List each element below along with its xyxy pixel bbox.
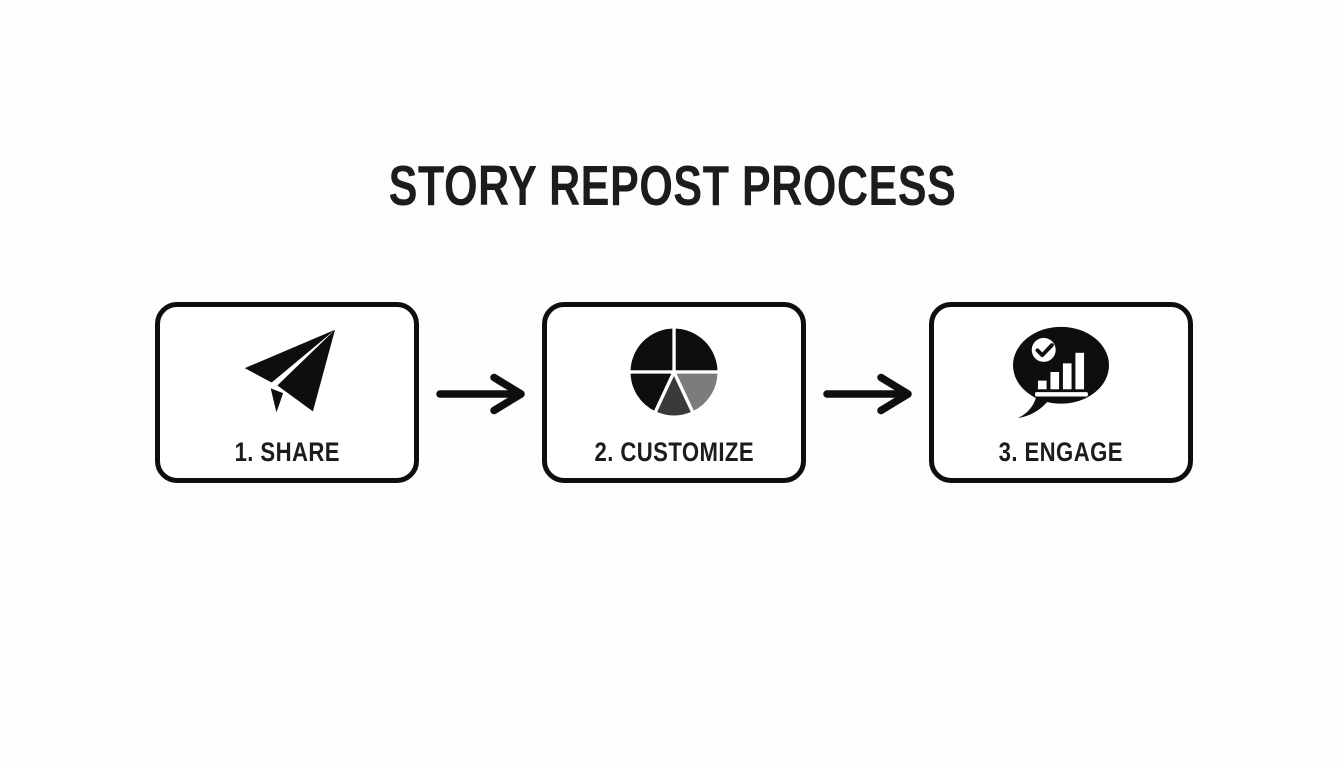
step-label-customize: 2. CUSTOMIZE — [594, 437, 754, 467]
speech-bubble-analytics-icon — [934, 307, 1188, 437]
chart-baseline — [1035, 392, 1088, 397]
page-title: STORY REPOST PROCESS — [388, 154, 956, 218]
step-card-share: 1. SHARE — [155, 302, 419, 483]
pie-chart-icon — [547, 307, 801, 437]
step-card-engage: 3. ENGAGE — [929, 302, 1193, 483]
paper-plane-icon — [160, 307, 414, 437]
chart-bar — [1037, 380, 1047, 390]
step-label-share: 1. SHARE — [234, 437, 340, 467]
chart-bar — [1050, 372, 1060, 390]
chart-bar — [1075, 352, 1085, 390]
chart-bar — [1062, 363, 1072, 390]
check-circle-icon — [1031, 337, 1056, 362]
step-card-customize: 2. CUSTOMIZE — [542, 302, 806, 483]
step-label-engage: 3. ENGAGE — [998, 437, 1124, 467]
arrow-right-icon — [436, 373, 525, 415]
arrow-right-icon — [823, 373, 912, 415]
